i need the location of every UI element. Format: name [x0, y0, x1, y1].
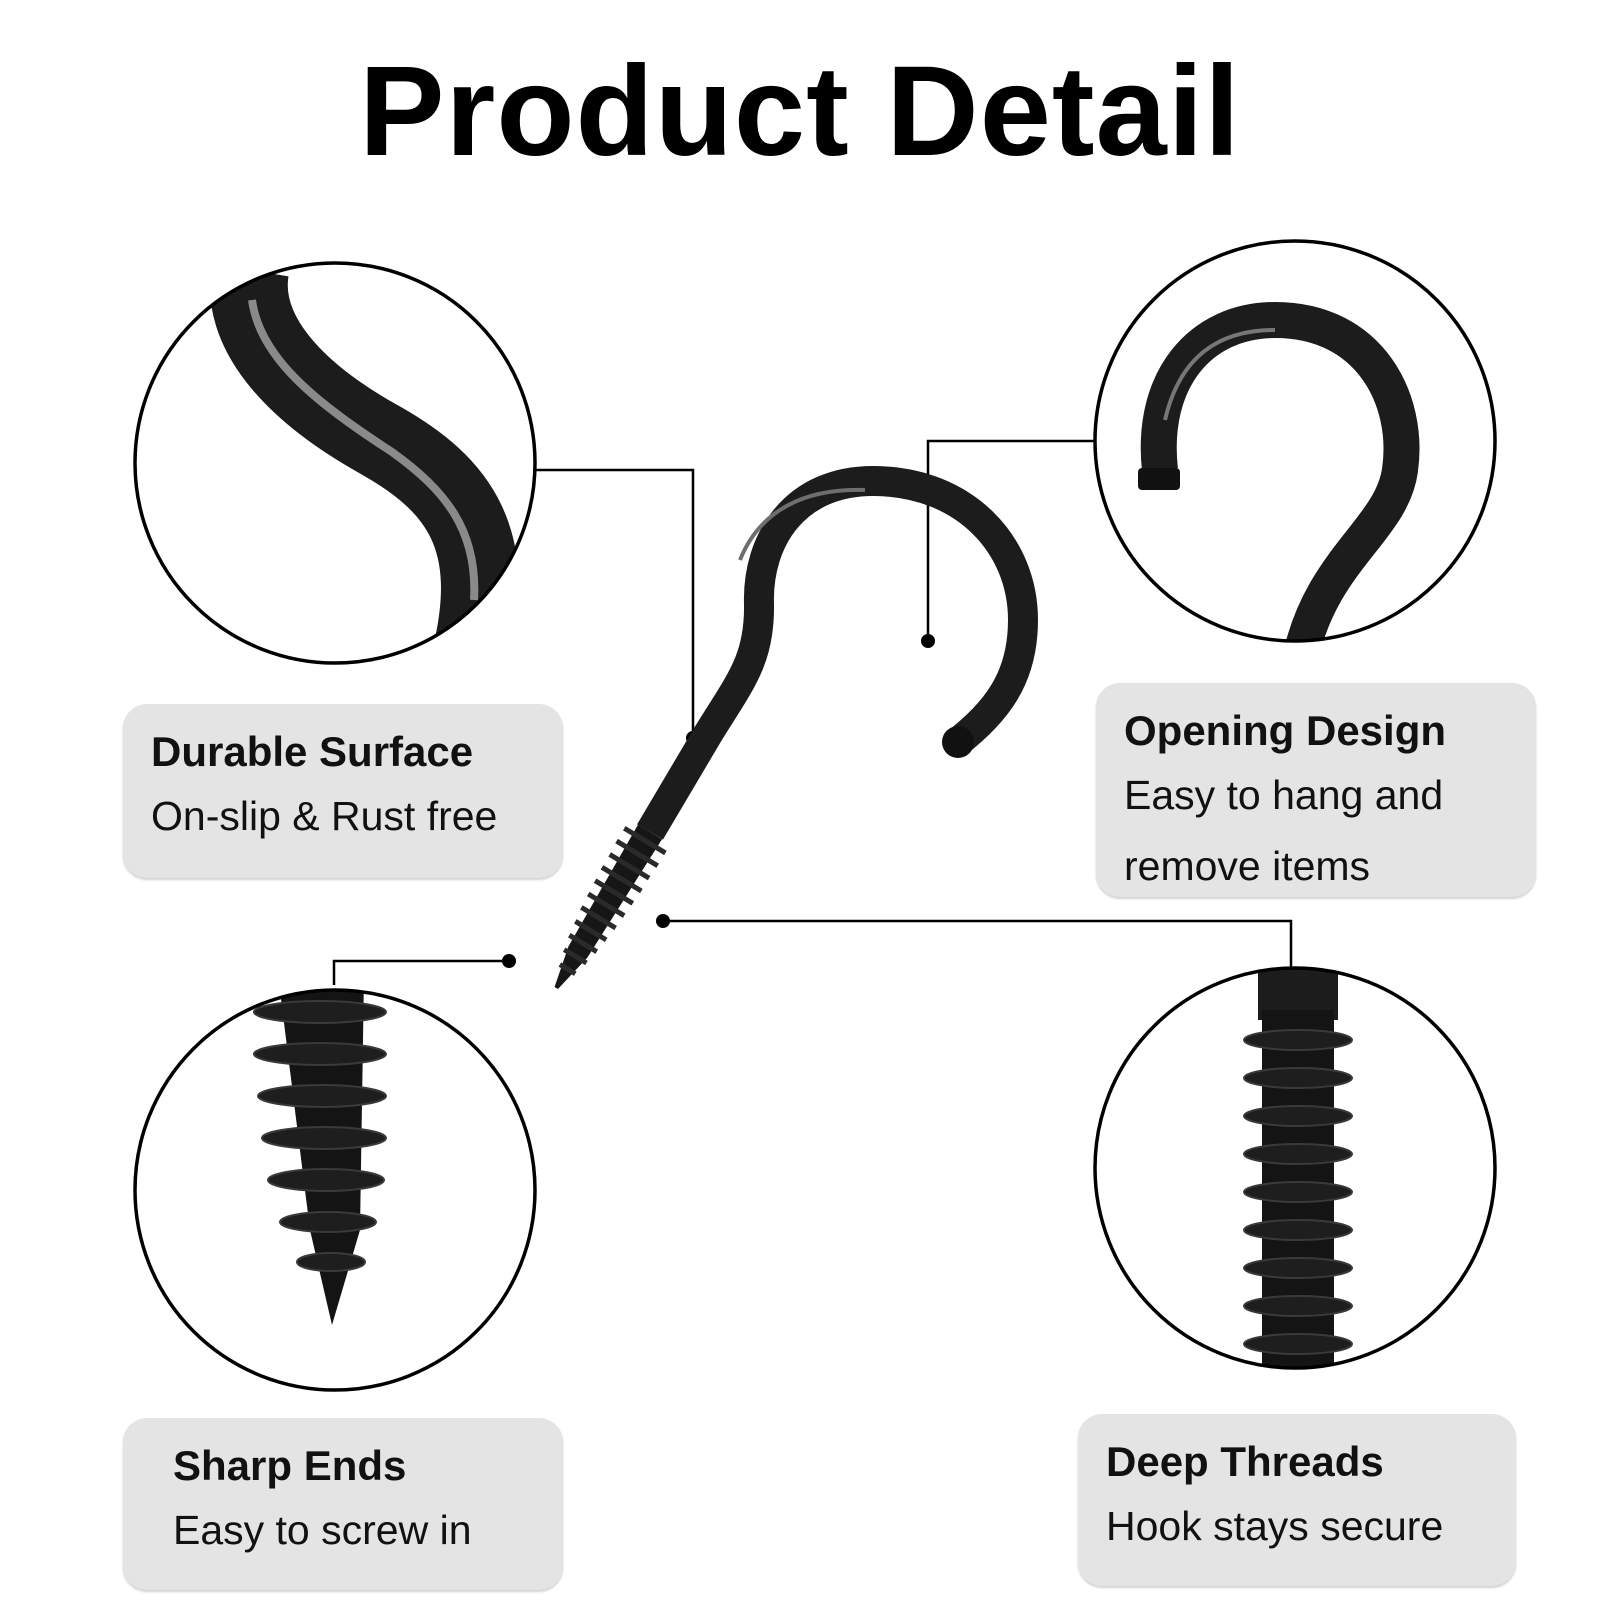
connector-dots — [502, 634, 935, 968]
callout-body: Easy to hang and remove items — [1124, 771, 1444, 890]
connector-deep — [663, 919, 1293, 968]
closeup-sharp-ends — [133, 988, 537, 1392]
callout-heading: Durable Surface — [151, 728, 474, 775]
screw-hook-main — [554, 465, 1039, 990]
closeup-deep-threads — [1093, 966, 1497, 1370]
page-title: Product Detail — [359, 40, 1241, 183]
callout-deep-threads: Deep Threads Hook stays secure — [1078, 1414, 1516, 1586]
callout-sharp-ends: Sharp Ends Easy to screw in — [123, 1418, 563, 1590]
callout-body: Hook stays secure — [1106, 1502, 1444, 1549]
callout-durable-surface: Durable Surface On-slip & Rust free — [123, 704, 563, 878]
callout-opening-design: Opening Design Easy to hang and remove i… — [1096, 683, 1536, 897]
callout-heading: Sharp Ends — [173, 1442, 407, 1489]
callout-body: Easy to screw in — [173, 1506, 472, 1553]
callout-heading: Opening Design — [1124, 707, 1447, 754]
closeup-opening-design — [1093, 239, 1497, 643]
connector-lines — [332, 439, 1293, 985]
closeup-durable-surface — [133, 261, 537, 665]
callout-body: On-slip & Rust free — [151, 792, 498, 839]
connector-durable — [535, 468, 695, 738]
connector-sharp — [332, 959, 509, 985]
callout-heading: Deep Threads — [1106, 1438, 1384, 1485]
connector-opening — [926, 439, 1096, 641]
